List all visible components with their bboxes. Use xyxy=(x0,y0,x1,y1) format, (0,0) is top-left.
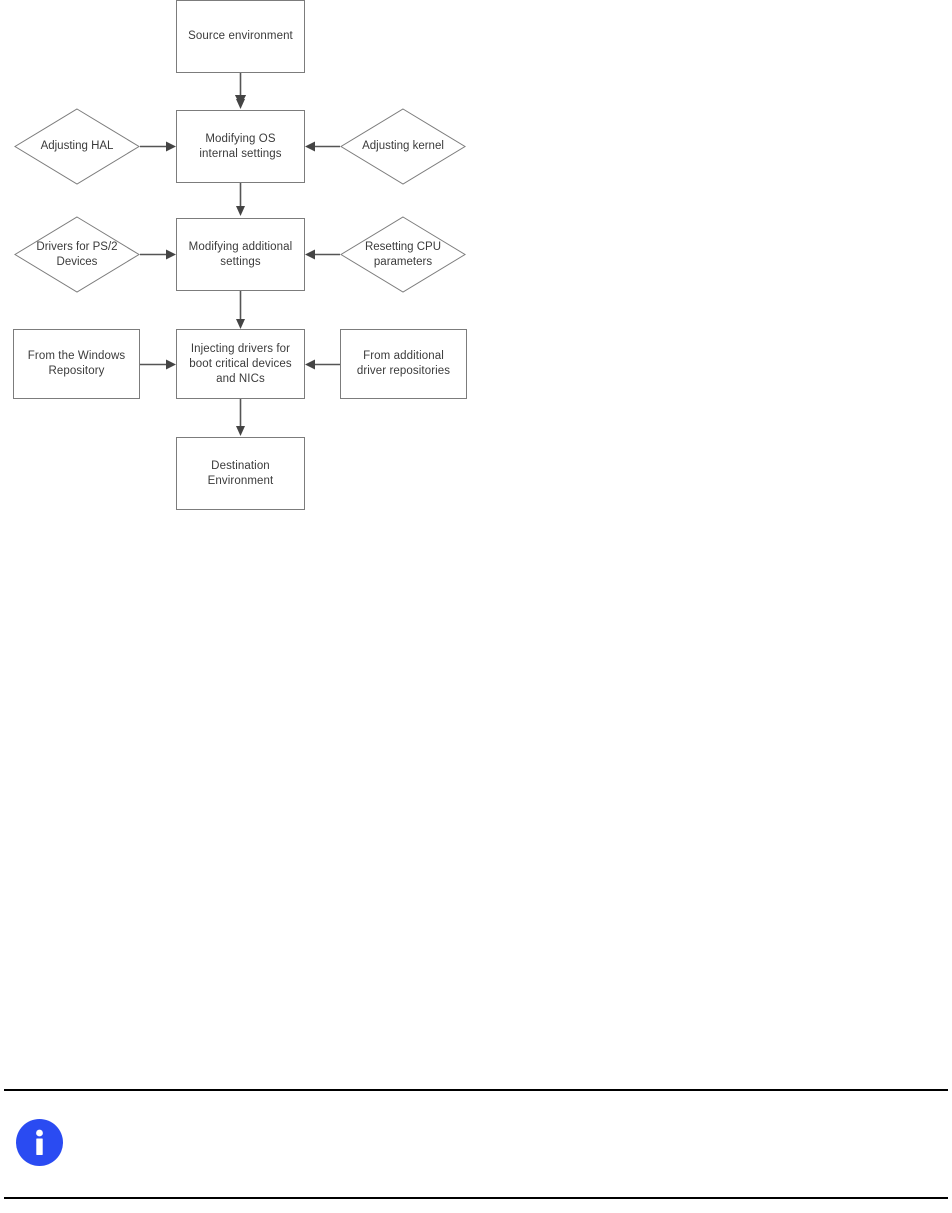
node-from-additional-driver-repositories-label: From additional driver repositories xyxy=(356,350,451,377)
node-adjusting-hal[interactable]: Adjusting HAL xyxy=(14,108,140,185)
diamond-shape-icon xyxy=(14,108,140,185)
node-from-windows-repository[interactable]: From the Windows Repository xyxy=(13,329,140,399)
node-from-windows-repository-label: From the Windows Repository xyxy=(27,350,126,377)
footer-divider-top xyxy=(4,1089,948,1091)
node-injecting-drivers[interactable]: Injecting drivers for boot critical devi… xyxy=(176,329,305,399)
node-adjusting-kernel[interactable]: Adjusting kernel xyxy=(340,108,466,185)
node-source-environment-label: Source environment xyxy=(188,30,293,42)
node-drivers-ps2-devices[interactable]: Drivers for PS/2 Devices xyxy=(14,216,140,293)
node-from-additional-driver-repositories[interactable]: From additional driver repositories xyxy=(340,329,467,399)
diamond-shape-icon xyxy=(14,216,140,293)
node-injecting-drivers-label: Injecting drivers for boot critical devi… xyxy=(189,342,292,385)
flowchart-connectors xyxy=(140,73,340,436)
node-destination-environment[interactable]: Destination Environment xyxy=(176,437,305,510)
node-destination-environment-label: Destination Environment xyxy=(207,459,274,487)
node-modifying-additional-settings-label: Modifying additional settings xyxy=(188,240,293,268)
info-icon xyxy=(16,1119,63,1166)
node-modifying-os-settings-label: Modifying OS internal settings xyxy=(199,132,282,160)
footer-divider-bottom xyxy=(4,1197,948,1199)
node-resetting-cpu-parameters[interactable]: Resetting CPU parameters xyxy=(340,216,466,293)
node-modifying-additional-settings[interactable]: Modifying additional settings xyxy=(176,218,305,291)
node-modifying-os-settings[interactable]: Modifying OS internal settings xyxy=(176,110,305,183)
flowchart-canvas: Source environment Adjusting HAL Modifyi… xyxy=(13,0,467,510)
node-source-environment[interactable]: Source environment xyxy=(176,0,305,73)
diamond-shape-icon xyxy=(340,108,466,185)
diamond-shape-icon xyxy=(340,216,466,293)
